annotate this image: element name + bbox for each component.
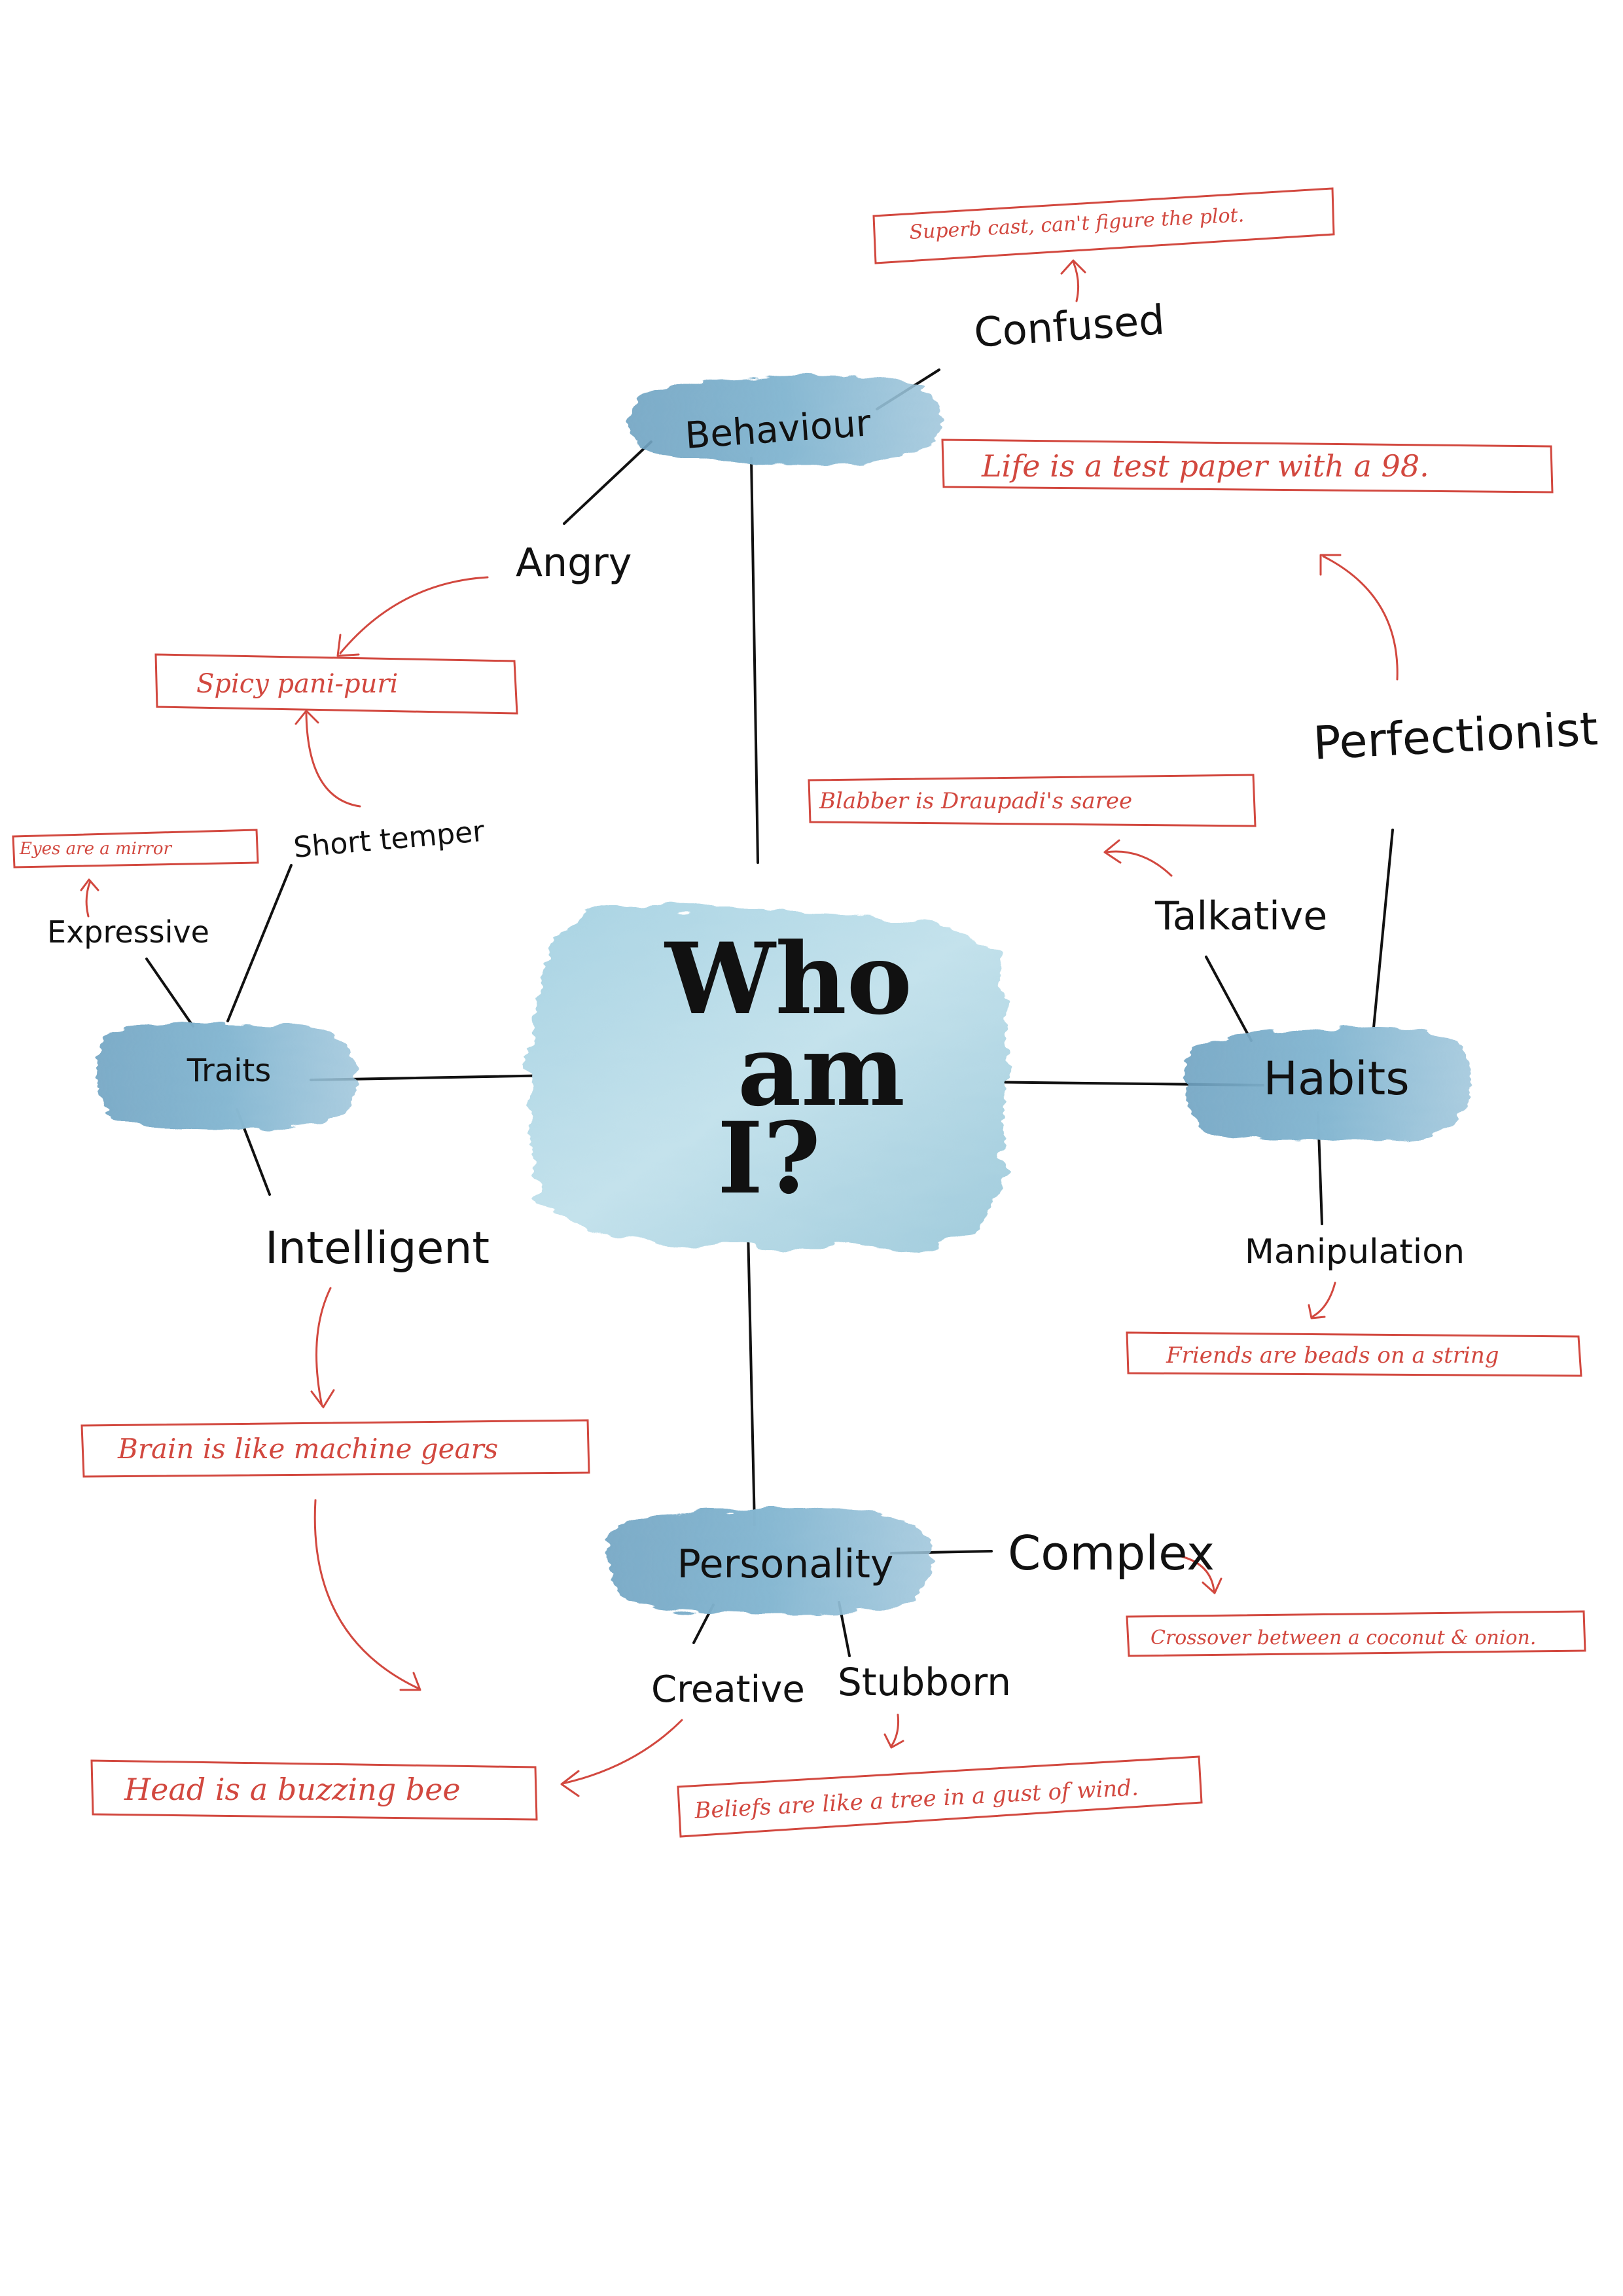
note-box-outline	[808, 774, 1257, 827]
line-center-behaviour	[750, 457, 759, 864]
label-creative: Creative	[651, 1668, 805, 1711]
note-boxes: Superb cast, can't figure the plot. Life…	[12, 187, 1586, 1838]
center-blob	[529, 908, 1008, 1249]
note-text: Life is a test paper with a 98.	[981, 448, 1429, 484]
label-expressive: Expressive	[47, 914, 209, 950]
note-eyes-mirror: Eyes are a mirror	[12, 829, 259, 869]
arrow-intelligent-to-brain	[310, 1287, 335, 1408]
label-intelligent: Intelligent	[265, 1223, 490, 1274]
behaviour-blob	[629, 375, 942, 465]
note-text: Superb cast, can't figure the plot.	[909, 204, 1245, 244]
red-arrows	[80, 259, 1399, 1797]
note-head-bee: Head is a buzzing bee	[90, 1759, 538, 1821]
note-box-outline	[941, 439, 1554, 493]
arrow-angry-to-spicy	[336, 576, 489, 657]
note-box-outline	[677, 1755, 1203, 1838]
note-box-outline	[80, 1419, 590, 1478]
arrow-complex-to-crossover	[1180, 1555, 1222, 1594]
note-crossover: Crossover between a coconut & onion.	[1126, 1610, 1586, 1657]
arrow-manipulation-to-friends	[1308, 1282, 1336, 1319]
line-habits-talkative	[1205, 956, 1253, 1042]
line-traits-expressive	[145, 958, 194, 1028]
line-behaviour-angry	[563, 440, 652, 525]
note-brain: Brain is like machine gears	[80, 1419, 590, 1478]
note-text: Head is a buzzing bee	[124, 1772, 461, 1807]
label-perfectionist: Perfectionist	[1312, 702, 1599, 770]
note-spicy: Spicy pani-puri	[154, 653, 518, 715]
line-traits-shorttemper	[226, 864, 293, 1022]
arrow-talkative-to-blabber	[1103, 839, 1173, 877]
note-box-outline	[872, 187, 1335, 264]
node-habits-label: Habits	[1263, 1052, 1409, 1105]
personality-blob	[607, 1509, 933, 1615]
arrow-brain-to-head	[313, 1499, 421, 1691]
note-text: Eyes are a mirror	[19, 839, 172, 859]
note-superb-cast: Superb cast, can't figure the plot.	[872, 187, 1335, 264]
note-text: Crossover between a coconut & onion.	[1150, 1626, 1536, 1649]
line-center-personality	[747, 1229, 756, 1526]
node-blobs	[97, 375, 1472, 1615]
note-text: Friends are beads on a string	[1166, 1342, 1499, 1369]
note-text: Spicy pani-puri	[196, 669, 398, 699]
center-title: Who am I?	[664, 922, 912, 1216]
traits-blob	[97, 1023, 357, 1130]
label-angry: Angry	[516, 540, 632, 586]
center-title-line2: am	[738, 1013, 905, 1128]
center-title-line3: I?	[717, 1101, 821, 1216]
arrow-perfectionist-to-life	[1319, 554, 1399, 681]
note-text: Brain is like machine gears	[117, 1433, 498, 1465]
note-box-outline	[90, 1759, 538, 1821]
label-short-temper: Short temper	[293, 815, 487, 865]
note-box-outline	[1126, 1610, 1586, 1657]
node-traits-label: Traits	[187, 1052, 272, 1089]
label-manipulation: Manipulation	[1245, 1232, 1465, 1272]
label-stubborn: Stubborn	[838, 1660, 1011, 1704]
arrow-stubborn-to-beliefs	[883, 1713, 904, 1749]
note-text: Blabber is Draupadi's saree	[819, 788, 1132, 814]
line-habits-perfectionist	[1372, 829, 1394, 1029]
note-box-outline	[12, 829, 259, 869]
habits-blob	[1185, 1028, 1472, 1142]
note-life-test: Life is a test paper with a 98.	[941, 439, 1554, 493]
note-friends: Friends are beads on a string	[1126, 1331, 1582, 1377]
node-personality-label: Personality	[677, 1541, 894, 1587]
note-beliefs: Beliefs are like a tree in a gust of win…	[677, 1755, 1203, 1838]
note-box-outline	[154, 653, 518, 715]
note-blabber: Blabber is Draupadi's saree	[808, 774, 1257, 827]
center-title-line1: Who	[664, 922, 912, 1037]
label-confused: Confused	[972, 296, 1166, 357]
arrow-confused-to-superb	[1060, 259, 1086, 302]
arrow-creative-to-head	[560, 1719, 683, 1797]
arrow-expressive-to-eyes	[80, 878, 99, 918]
label-complex: Complex	[1008, 1526, 1215, 1581]
label-talkative: Talkative	[1154, 893, 1327, 939]
arrow-shorttemper-to-spicy	[294, 709, 361, 808]
center-blob-shape	[529, 908, 1008, 1249]
note-box-outline	[1126, 1331, 1582, 1377]
